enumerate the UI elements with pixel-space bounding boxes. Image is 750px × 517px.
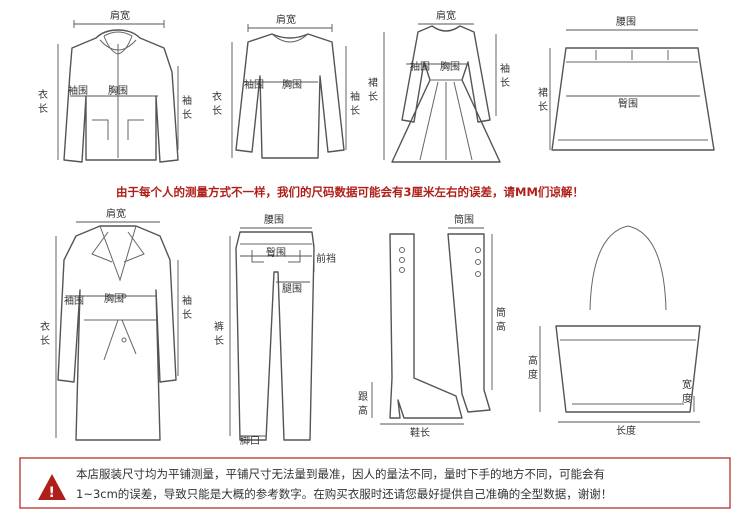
trench-coat-sketch — [57, 225, 177, 441]
body-len-label-4a: 衣 — [40, 320, 50, 333]
pants-sketch — [235, 231, 315, 441]
skirt-len-label-2b: 长 — [538, 101, 548, 113]
sleeve-len-label-3a: 袖 — [500, 62, 510, 75]
pants-len-label-a: 裤 — [214, 320, 224, 333]
sleeve-circ-label-2: 袖围 — [244, 78, 264, 91]
heel-label-a: 跟 — [358, 391, 368, 403]
hem-label: 脚口 — [240, 434, 260, 447]
shaft-height-label-b: 高 — [496, 320, 506, 333]
skirt-len-label-b: 长 — [368, 91, 378, 103]
dress-sketch — [391, 25, 501, 163]
sweater-sketch — [235, 33, 345, 159]
sleeve-circ-label-4: 袖围 — [64, 294, 84, 307]
notice-box — [19, 457, 731, 509]
shoulder-label-3: 肩宽 — [436, 9, 456, 22]
warning-triangle-icon: ! — [38, 474, 66, 501]
waist-label-2: 腰围 — [264, 214, 284, 226]
skirt-len-label-a: 裙 — [368, 76, 378, 89]
sleeve-len-label-3b: 长 — [500, 77, 510, 89]
waist-label-1: 腰围 — [616, 16, 636, 28]
heel-label-b: 高 — [358, 404, 368, 417]
shoulder-label-2: 肩宽 — [276, 13, 296, 26]
handbag-sketch — [555, 225, 701, 413]
width-label-a: 宽 — [682, 378, 692, 391]
sleeve-len-label-2b: 长 — [350, 105, 360, 117]
skirt-sketch — [551, 47, 715, 151]
sleeve-len-label-1a: 袖 — [182, 94, 192, 107]
notice-line-1: 本店服装尺寸均为平铺测量，平铺尺寸无法量到最准，因人的量法不同，量时下手的地方不… — [76, 467, 605, 481]
chest-label-1: 胸围 — [108, 84, 128, 97]
body-len-label-4b: 长 — [40, 335, 50, 347]
front-rise-label: 前裆 — [316, 252, 336, 265]
chest-label-3: 胸围 — [440, 60, 460, 73]
shoulder-label-1: 肩宽 — [110, 9, 130, 22]
height-label-a: 高 — [528, 354, 538, 367]
chest-label-4: 胸围 — [104, 292, 124, 305]
svg-text:!: ! — [49, 485, 55, 501]
measurement-error-notice: 由于每个人的测量方式不一样，我们的尺码数据可能会有3厘米左右的误差，请MM们谅解… — [116, 185, 584, 199]
shaft-circ-label: 筒围 — [454, 213, 474, 226]
thigh-label: 腿围 — [282, 283, 302, 295]
skirt-len-label-2a: 裙 — [538, 86, 548, 99]
shaft-height-label-a: 筒 — [496, 306, 506, 319]
sleeve-len-label-2a: 袖 — [350, 90, 360, 103]
body-len-label-1b: 长 — [38, 103, 48, 115]
chest-label-2: 胸围 — [282, 78, 302, 91]
body-len-label-1a: 衣 — [38, 88, 48, 101]
body-len-label-2b: 长 — [212, 105, 222, 117]
hip-label-1: 臀围 — [618, 98, 638, 110]
boot-sketch — [389, 233, 491, 419]
sleeve-len-label-4b: 长 — [182, 309, 192, 321]
sleeve-circ-label-3: 袖围 — [410, 60, 430, 73]
shoulder-label-4: 肩宽 — [106, 207, 126, 220]
height-label-b: 度 — [528, 368, 538, 381]
hip-label-2: 臀围 — [266, 247, 286, 259]
sleeve-circ-label-1: 袖围 — [68, 84, 88, 97]
notice-line-2: 1~3cm的误差，导致只能是大概的参考数字。在购买衣服时还请您最好提供自己准确的… — [76, 487, 612, 501]
sleeve-len-label-4a: 袖 — [182, 294, 192, 307]
length-label: 长度 — [616, 424, 636, 437]
pants-len-label-b: 长 — [214, 335, 224, 347]
shoe-len-label: 鞋长 — [410, 426, 430, 439]
sleeve-len-label-1b: 长 — [182, 109, 192, 121]
width-label-b: 度 — [682, 392, 692, 405]
body-len-label-2a: 衣 — [212, 90, 222, 103]
